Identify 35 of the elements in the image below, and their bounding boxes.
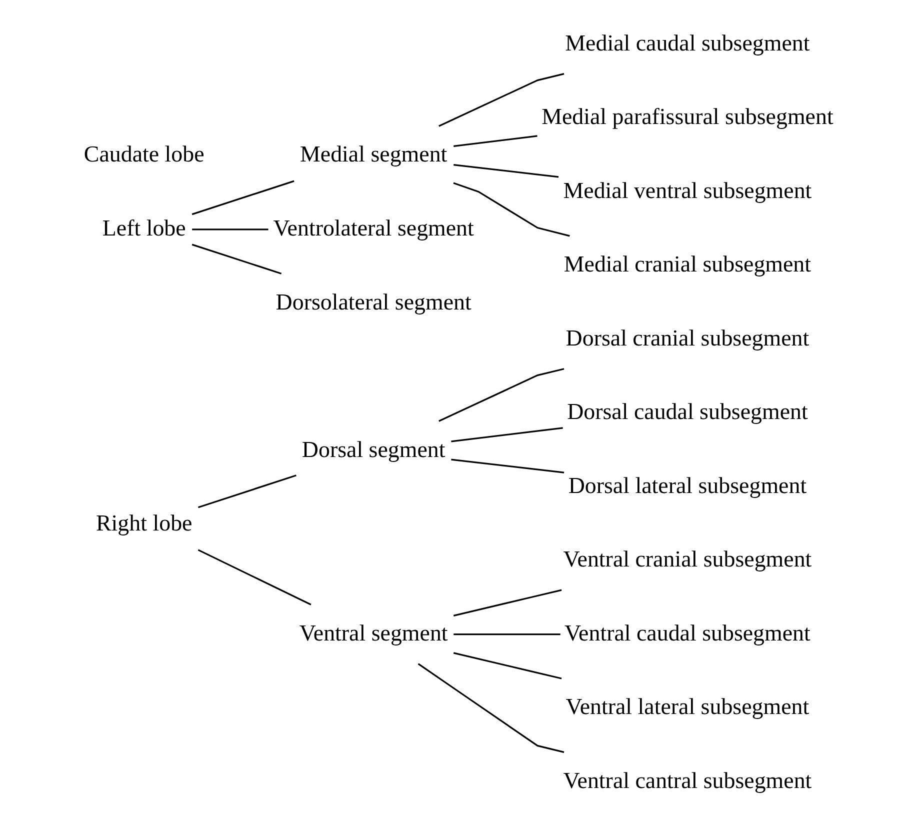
connector: [452, 589, 562, 616]
node-text: Medial caudal subsegment: [564, 30, 810, 56]
node-text: Ventral caudal subsegment: [564, 620, 810, 646]
connector: [191, 180, 294, 216]
node-text: Dorsal lateral subsegment: [568, 472, 806, 498]
node-text: Medial ventral subsegment: [562, 178, 812, 203]
node-text: Left lobe: [102, 215, 186, 240]
connector: [453, 164, 558, 178]
node-text: Ventral cantral subsegment: [562, 768, 812, 793]
connector: [197, 549, 311, 606]
connector: [438, 73, 564, 127]
connector: [453, 135, 537, 147]
connector: [438, 368, 564, 422]
connector: [450, 427, 562, 442]
node-text: Dorsal cranial subsegment: [565, 325, 809, 350]
node-text: Medial segment: [300, 142, 447, 167]
connector: [191, 244, 282, 274]
connector: [452, 182, 570, 237]
node-text: Right lobe: [96, 510, 192, 536]
node-text: Dorsal segment: [301, 436, 445, 462]
node-text: Medial cranial subsegment: [563, 252, 811, 277]
node-text: Ventral cranial subsegment: [562, 546, 812, 572]
connector: [450, 458, 564, 474]
node-text: Ventral segment: [298, 620, 448, 646]
node-text: Dorsal caudal subsegment: [566, 399, 808, 424]
connector: [453, 633, 560, 636]
connector: [192, 228, 268, 230]
connector: [452, 652, 562, 680]
node-text: Ventrolateral segment: [272, 215, 474, 240]
node-text: Ventral lateral subsegment: [565, 694, 809, 720]
connector: [197, 474, 296, 508]
node-text: Dorsolateral segment: [275, 289, 471, 314]
node-text: Caudate lobe: [83, 142, 204, 167]
connector: [417, 663, 564, 753]
node-text: Medial parafissural subsegment: [541, 104, 833, 130]
